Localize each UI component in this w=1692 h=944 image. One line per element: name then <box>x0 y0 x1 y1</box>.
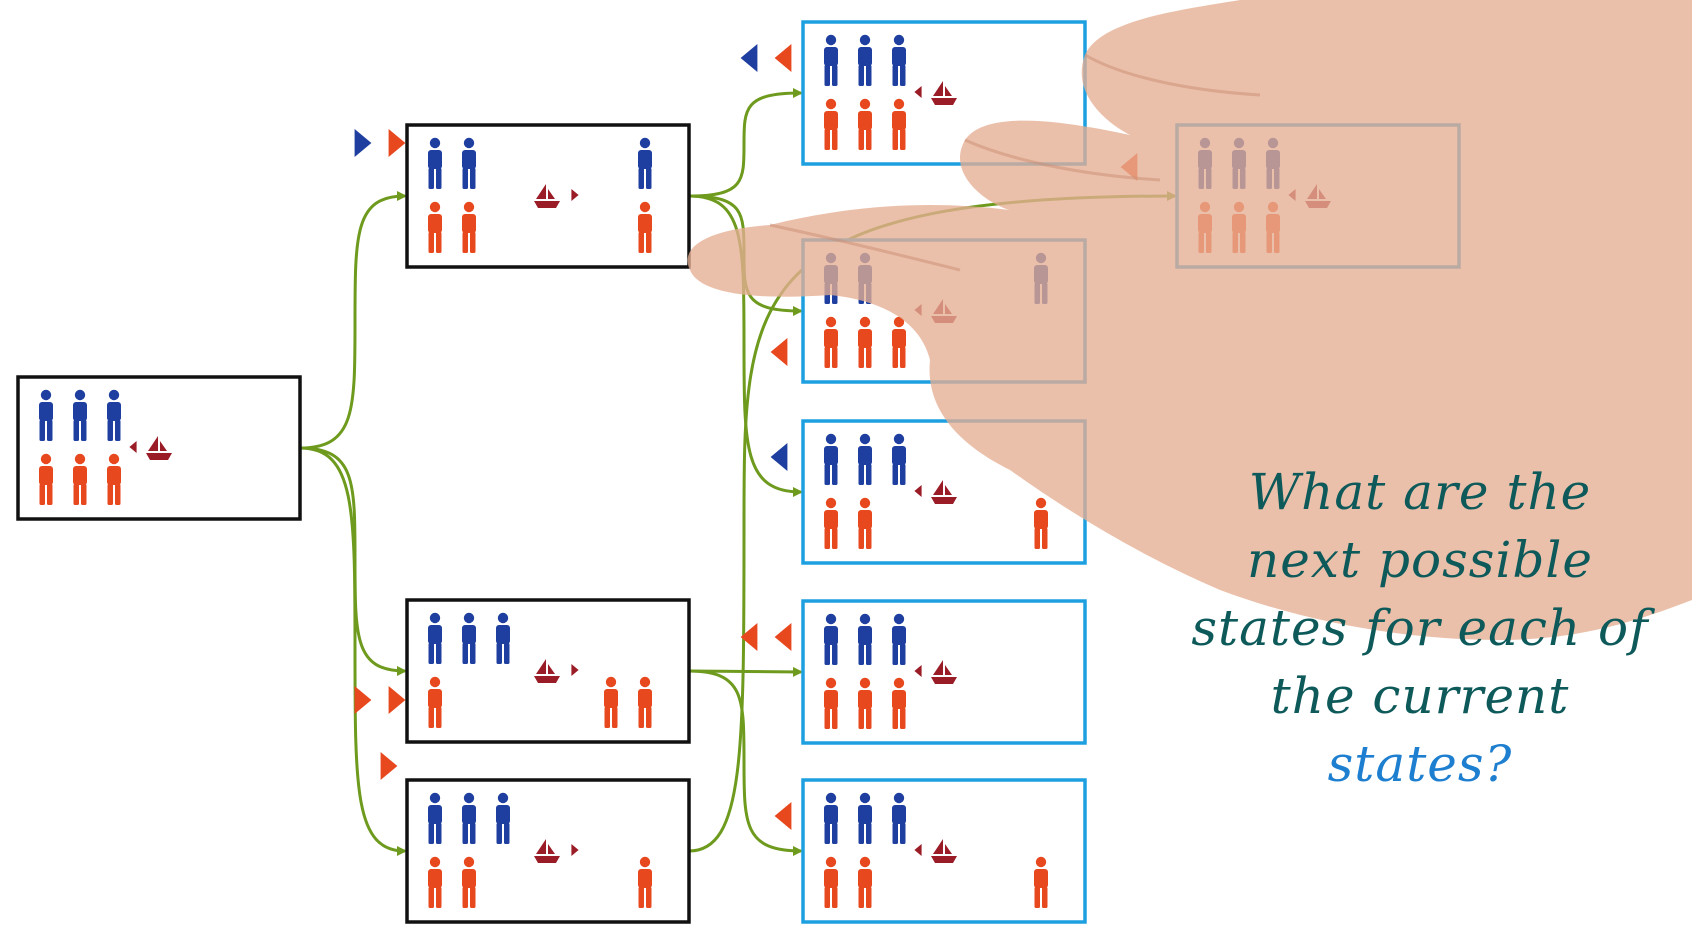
missionary-move-left-icon <box>770 443 788 471</box>
state-box <box>801 599 1087 745</box>
cannibal-move-right-icon <box>380 752 398 780</box>
question-line-2: next possible <box>1247 531 1593 589</box>
cannibal-move-left-icon <box>774 44 792 72</box>
edge-root-s3 <box>299 446 407 856</box>
state-node-s1 <box>354 123 691 269</box>
cannibal-move-right-icon <box>388 129 406 157</box>
boat-heading-left-icon <box>914 485 922 497</box>
edge-s2-n5 <box>688 669 803 856</box>
boat-heading-left-icon <box>129 441 137 453</box>
missionary-move-left-icon <box>740 44 758 72</box>
state-node-n5 <box>774 778 1087 924</box>
boat-heading-right-icon <box>571 664 579 676</box>
cannibal-move-left-icon <box>770 338 788 366</box>
question-line-1: What are the <box>1248 463 1592 521</box>
pointing-hand-image <box>687 0 1692 640</box>
boat-heading-right-icon <box>571 844 579 856</box>
cannibal-move-left-icon <box>774 623 792 651</box>
boat-heading-left-icon <box>914 665 922 677</box>
state-node-s3 <box>380 752 691 924</box>
question-line-5: states? <box>1327 735 1513 793</box>
edge-root-s1 <box>299 191 407 450</box>
edge-root-s2 <box>299 446 407 676</box>
boat-heading-left-icon <box>914 844 922 856</box>
edge-s1-n1 <box>688 88 803 198</box>
state-node-root <box>16 375 302 521</box>
question-line-4: the current <box>1270 667 1570 725</box>
state-box <box>16 375 302 521</box>
cannibal-move-right-icon <box>354 686 372 714</box>
state-node-s2 <box>354 598 691 744</box>
cannibal-move-left-icon <box>774 802 792 830</box>
question-text: What are the next possible states for ea… <box>1160 458 1680 798</box>
missionary-move-right-icon <box>354 129 372 157</box>
question-line-3: states for each of <box>1191 599 1649 657</box>
boat-heading-left-icon <box>914 86 922 98</box>
cannibal-move-left-icon <box>740 623 758 651</box>
cannibal-move-right-icon <box>388 686 406 714</box>
boat-heading-right-icon <box>571 189 579 201</box>
edge-s1-n3 <box>688 194 803 497</box>
state-node-n4 <box>740 599 1087 745</box>
